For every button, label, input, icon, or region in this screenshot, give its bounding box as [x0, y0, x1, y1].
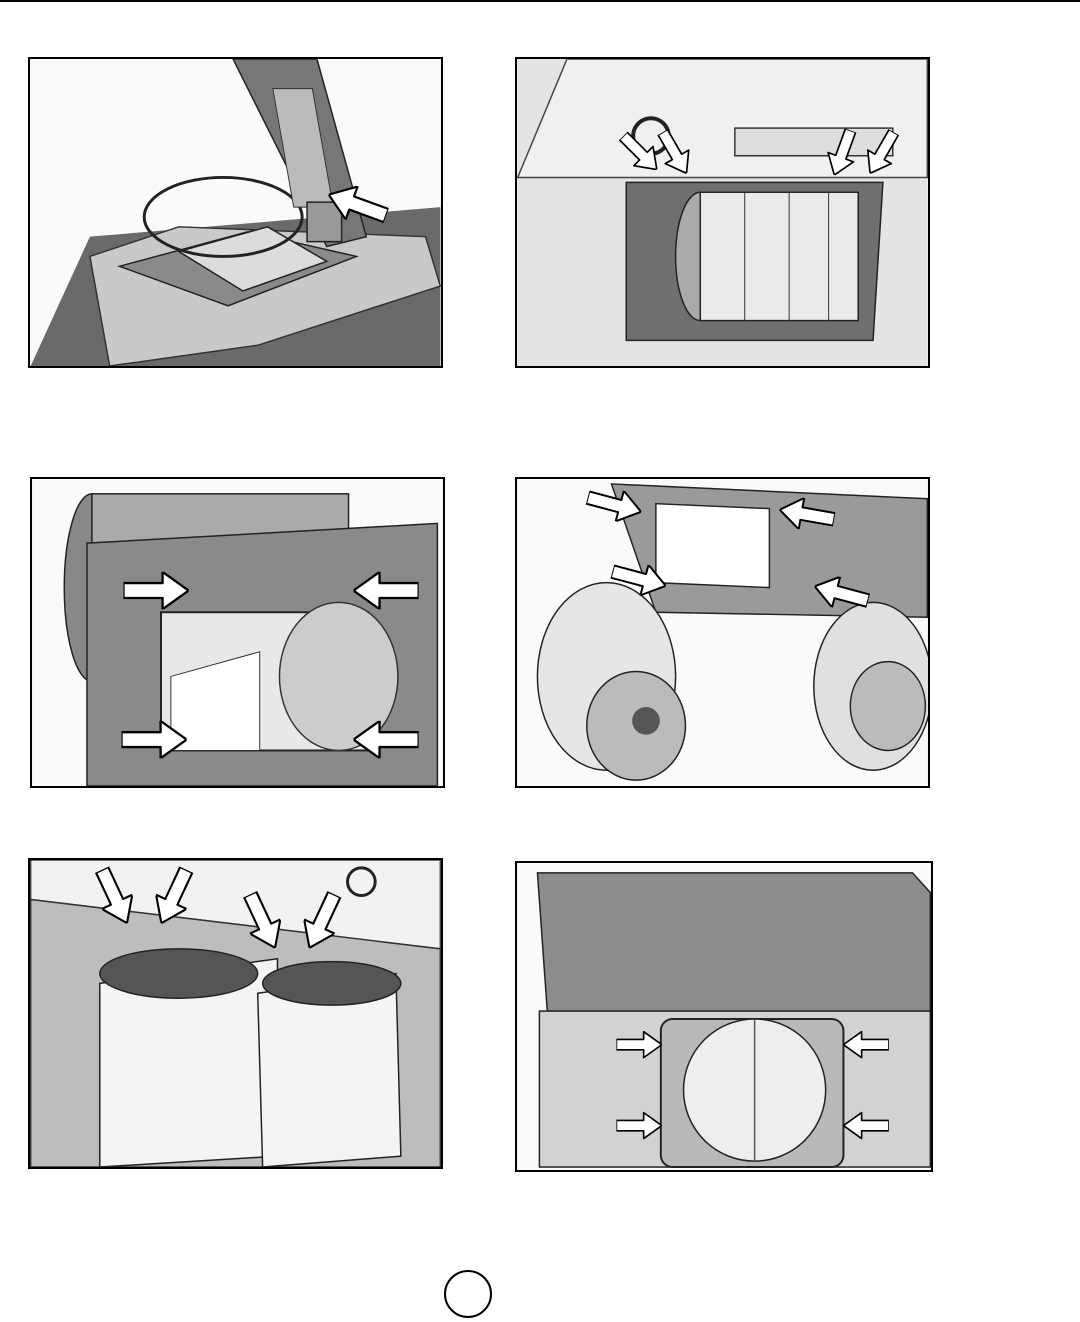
figure-1-illustration	[30, 59, 441, 366]
page-number-badge	[444, 1270, 492, 1318]
figure-5-illustration	[30, 860, 441, 1167]
figure-4-illustration	[517, 479, 928, 786]
figure-1	[28, 57, 443, 368]
figure-2	[515, 57, 930, 368]
figure-3-illustration	[32, 479, 443, 786]
figure-6	[515, 861, 933, 1172]
figure-6-illustration	[517, 863, 931, 1170]
figure-3	[30, 477, 445, 788]
top-rule	[0, 0, 1080, 2]
figure-4	[515, 477, 930, 788]
figure-2-illustration	[517, 59, 928, 366]
figure-5	[28, 858, 443, 1169]
